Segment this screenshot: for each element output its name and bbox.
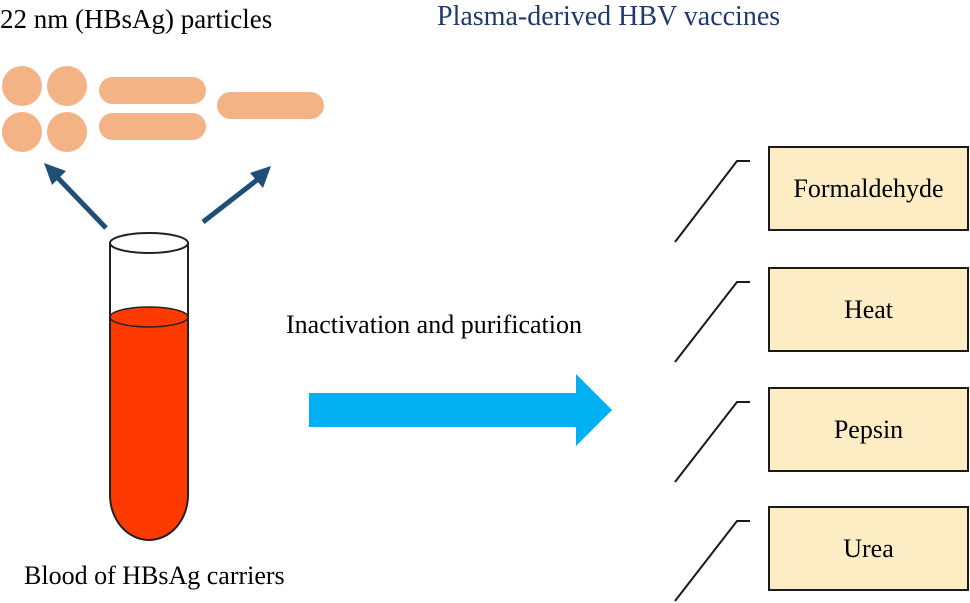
right-arrow-head bbox=[250, 166, 271, 188]
method-box-formaldehyde: Formaldehyde bbox=[768, 146, 969, 231]
process-arrow bbox=[309, 374, 612, 446]
test-tube bbox=[109, 232, 189, 541]
right-arrow-shaft bbox=[201, 178, 259, 224]
left-arrow-shaft bbox=[56, 176, 108, 230]
source-label: Blood of HBsAg carriers bbox=[24, 561, 285, 590]
method-box-urea: Urea bbox=[768, 506, 969, 591]
particles-label: 22 nm (HBsAg) particles bbox=[0, 4, 273, 34]
connector-heat bbox=[674, 281, 750, 363]
method-connectors bbox=[674, 160, 750, 602]
blood bbox=[110, 317, 188, 540]
spherical-particle bbox=[47, 66, 87, 106]
method-box-pepsin: Pepsin bbox=[768, 387, 969, 472]
spherical-particle bbox=[2, 66, 42, 106]
connector-formaldehyde bbox=[674, 160, 750, 243]
filamentous-particle bbox=[99, 77, 206, 104]
tube-outline bbox=[109, 243, 189, 541]
hbsag-particles bbox=[2, 66, 324, 152]
connector-pepsin bbox=[674, 401, 750, 483]
spherical-particle bbox=[2, 112, 42, 152]
diagram-title: Plasma-derived HBV vaccines bbox=[437, 1, 781, 32]
filamentous-particle bbox=[217, 92, 324, 119]
left-arrow-head bbox=[44, 163, 66, 185]
small-arrows bbox=[44, 163, 271, 230]
connector-urea bbox=[674, 520, 750, 602]
filamentous-particle bbox=[99, 113, 206, 140]
tube-rim bbox=[109, 232, 189, 254]
method-box-heat: Heat bbox=[768, 267, 969, 352]
blood-surface bbox=[109, 306, 189, 328]
spherical-particle bbox=[47, 112, 87, 152]
process-label: Inactivation and purification bbox=[286, 310, 583, 339]
